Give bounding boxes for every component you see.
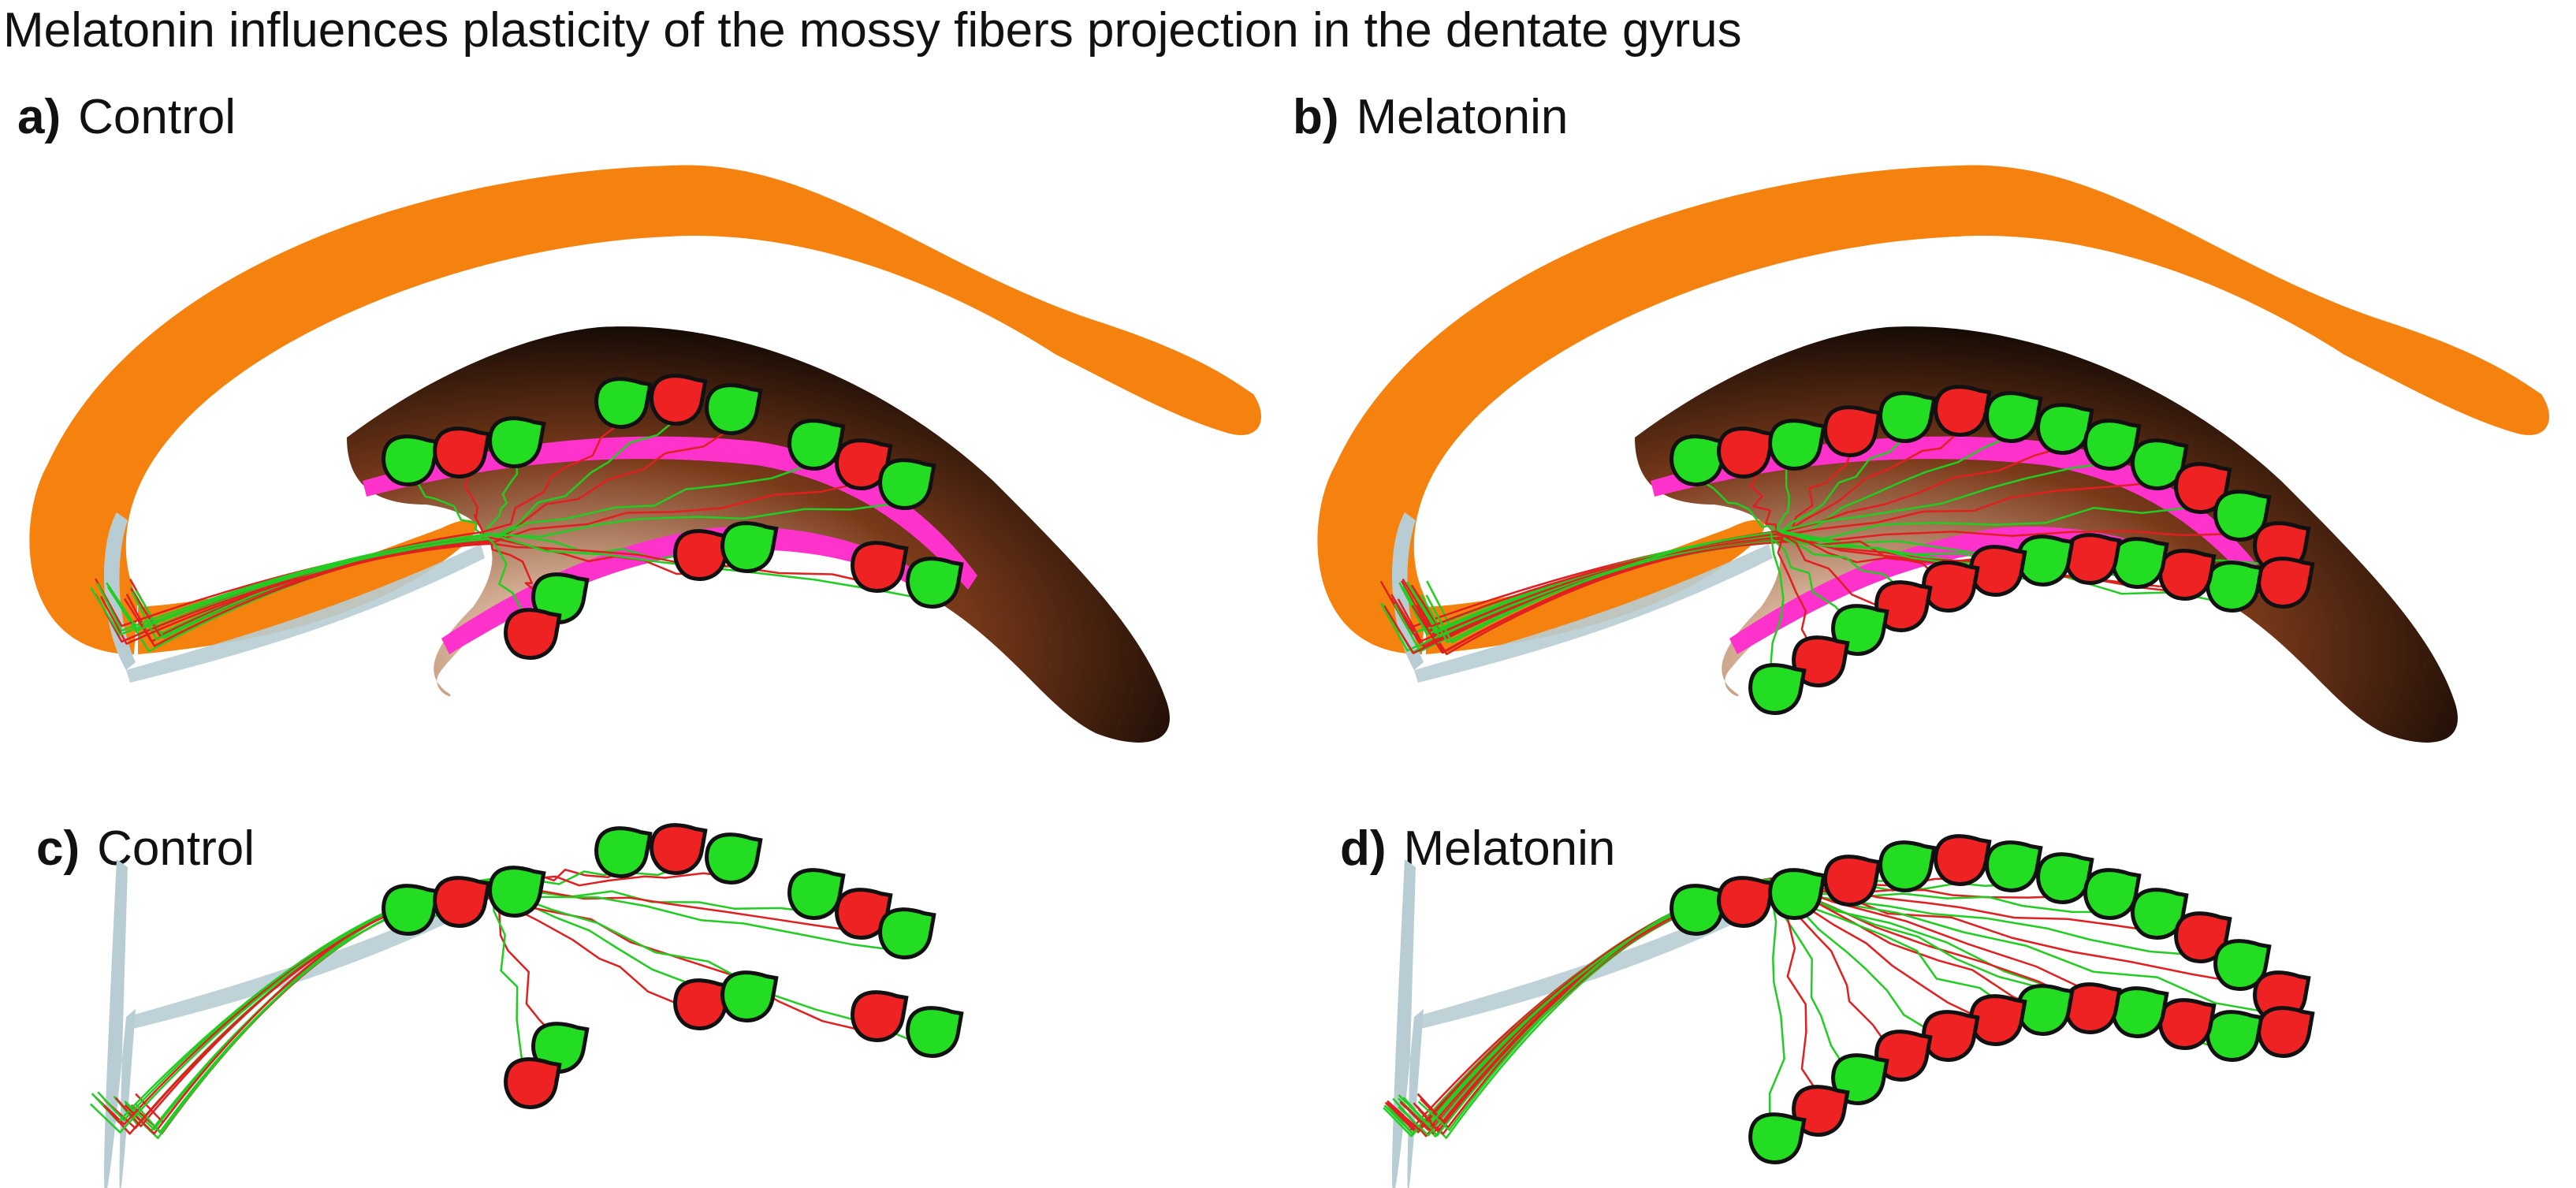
panel-b-diagram: [1317, 165, 2549, 743]
granule-cell-icon: [2083, 868, 2142, 920]
granule-cell-icon: [2036, 403, 2094, 455]
panel-d-label: d) Melatonin: [1340, 820, 1615, 878]
panel-d-diagram: [1383, 834, 2315, 1188]
granule-cell-icon: [650, 823, 708, 875]
granule-cell-icon: [673, 978, 731, 1030]
granule-cell-icon: [594, 826, 653, 878]
granule-cell-icon: [2083, 419, 2142, 471]
granule-cell-icon: [2206, 560, 2264, 613]
granule-cell-icon: [2257, 557, 2315, 609]
panel-d-caption: Melatonin: [1403, 821, 1616, 876]
granule-cell-icon: [2158, 998, 2217, 1050]
granule-cell-icon: [878, 907, 936, 959]
granule-cell-icon: [650, 374, 708, 426]
granule-cell-icon: [1878, 391, 1937, 443]
granule-cell-icon: [906, 1006, 964, 1058]
mossy-fiber-axon: [89, 878, 534, 1134]
granule-cell-icon: [1768, 868, 1826, 920]
granule-cell-icon: [705, 383, 763, 435]
granule-cell-icon: [1717, 876, 1775, 928]
ca-pyramidal-band: [29, 165, 1261, 655]
granule-cell-icon: [673, 529, 731, 581]
granule-cell-icon: [1985, 840, 2043, 892]
granule-cell-icon: [851, 541, 909, 593]
granule-cell-icon: [382, 434, 440, 486]
ca-pyramidal-band: [1317, 165, 2549, 655]
granule-cell-icon: [488, 416, 546, 468]
mossy-fiber-tract: [126, 891, 485, 1030]
granule-cell-icon: [1670, 434, 1728, 486]
mossy-fiber-axon: [1402, 883, 1861, 1127]
granule-cell-icon: [705, 832, 763, 884]
granule-cell-icon: [787, 419, 846, 471]
granule-cell-icon: [1823, 855, 1882, 907]
granule-cell-icon: [1934, 385, 1992, 437]
mossy-fiber-axon: [91, 879, 750, 1123]
mossy-fiber-axon: [1425, 531, 1785, 708]
granule-cell-icon: [2111, 537, 2169, 589]
mossy-fiber-axon: [134, 887, 935, 1134]
granule-cell-icon: [878, 458, 936, 510]
granule-cell-icon: [504, 608, 562, 660]
granule-cell-icon: [433, 876, 491, 928]
granule-cell-icon: [1717, 426, 1775, 479]
granule-cell-icon: [2158, 549, 2217, 601]
granule-cell-icon: [1748, 1112, 1807, 1164]
granule-cell-icon: [851, 990, 909, 1042]
granule-cell-icon: [1985, 391, 2043, 443]
granule-cell-icon: [488, 866, 546, 918]
mossy-fiber-axon: [106, 537, 534, 653]
granule-cell-icon: [382, 884, 440, 936]
granule-cell-icon: [1934, 834, 1992, 886]
ca3-limb: [138, 520, 477, 654]
panel-b-caption: Melatonin: [1356, 90, 1569, 144]
mossy-fiber-axon: [102, 888, 561, 1135]
granule-cell-icon: [720, 970, 779, 1022]
granule-cell-icon: [1768, 419, 1826, 471]
granule-cell-icon: [2016, 534, 2075, 587]
mossy-fiber-axon: [1417, 878, 1785, 1157]
mossy-fiber-axon: [96, 533, 935, 632]
figure-title: Melatonin influences plasticity of the m…: [3, 3, 1742, 58]
granule-cell-icon: [2257, 1006, 2315, 1058]
panel-d-letter: d): [1340, 821, 1387, 876]
granule-cell-icon: [1878, 840, 1937, 892]
granule-cell-icon: [2064, 533, 2122, 585]
granule-cell-icon: [2016, 984, 2075, 1036]
granule-cell-icon: [1823, 405, 1882, 457]
mossy-fiber-axon: [1413, 888, 1824, 1133]
mossy-fiber-tract: [126, 544, 485, 683]
panel-b-label: b) Melatonin: [1293, 88, 1568, 147]
ca3-region: [104, 512, 136, 670]
panel-c-diagram: [89, 823, 964, 1188]
granule-cell-icon: [720, 521, 779, 573]
granule-cell-icon: [1748, 663, 1807, 715]
granule-cell-icon: [594, 377, 653, 429]
granule-cell-icon: [787, 868, 846, 920]
panel-a-label: a) Control: [17, 88, 236, 147]
granule-layer-upper: [363, 436, 977, 590]
granule-cell-icon: [2111, 986, 2169, 1038]
granule-layer-upper: [1651, 436, 2265, 590]
mossy-fiber-tract: [1414, 544, 1773, 683]
granule-cell-icon: [2064, 982, 2122, 1034]
panel-c-letter: c): [36, 821, 80, 876]
granule-cell-icon: [2206, 1010, 2264, 1062]
granule-cell-icon: [2036, 852, 2094, 904]
panel-a-letter: a): [17, 90, 61, 144]
granule-cell-icon: [1670, 884, 1728, 936]
panel-a-caption: Control: [78, 90, 236, 144]
granule-cell-icon: [433, 426, 491, 479]
mossy-fiber-tract: [1414, 891, 1773, 1030]
granule-cell-icon: [504, 1057, 562, 1109]
panel-a-diagram: [29, 165, 1261, 743]
panel-b-letter: b): [1293, 90, 1339, 144]
granule-cell-icon: [906, 557, 964, 609]
mossy-fiber-axon: [123, 539, 560, 647]
mossy-fiber-axon: [1420, 538, 1860, 649]
